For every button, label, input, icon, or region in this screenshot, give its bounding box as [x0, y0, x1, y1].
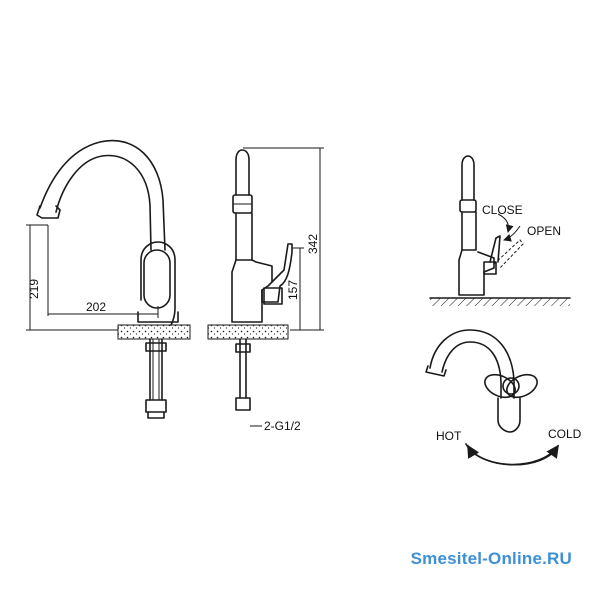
side-spout-upper [235, 149, 250, 196]
front-base [137, 311, 179, 323]
front-spout-inner [55, 154, 152, 251]
front-fitting [145, 399, 167, 413]
label-hot: HOT [436, 429, 462, 443]
dim-connection: 2-G1/2 [264, 419, 301, 433]
label-cold: COLD [548, 427, 582, 441]
temperature-arrow [465, 443, 559, 466]
dim-spout-reach: 202 [86, 300, 106, 314]
front-body [140, 241, 176, 326]
front-deck-plate [117, 324, 191, 340]
label-open: OPEN [527, 224, 561, 238]
front-lever [143, 249, 171, 309]
dim-handle-height: 157 [286, 280, 300, 300]
watermark-text: Smesitel-Online.RU [410, 549, 572, 568]
side-body [231, 259, 273, 323]
handle-motion-view [429, 155, 571, 306]
dim-total-height: 342 [306, 234, 320, 254]
front-mount-nut [145, 342, 167, 352]
ground-hatch [430, 298, 570, 306]
side-deck-plate [207, 324, 289, 340]
front-view [26, 139, 191, 419]
front-spout-outer [39, 139, 166, 251]
temperature-view [425, 329, 559, 466]
side-handle-base [263, 287, 283, 305]
front-aerator [36, 205, 61, 219]
side-column [235, 212, 253, 261]
dim-height-to-spout: 219 [27, 279, 41, 299]
label-close: CLOSE [482, 203, 523, 217]
side-view [207, 147, 324, 427]
